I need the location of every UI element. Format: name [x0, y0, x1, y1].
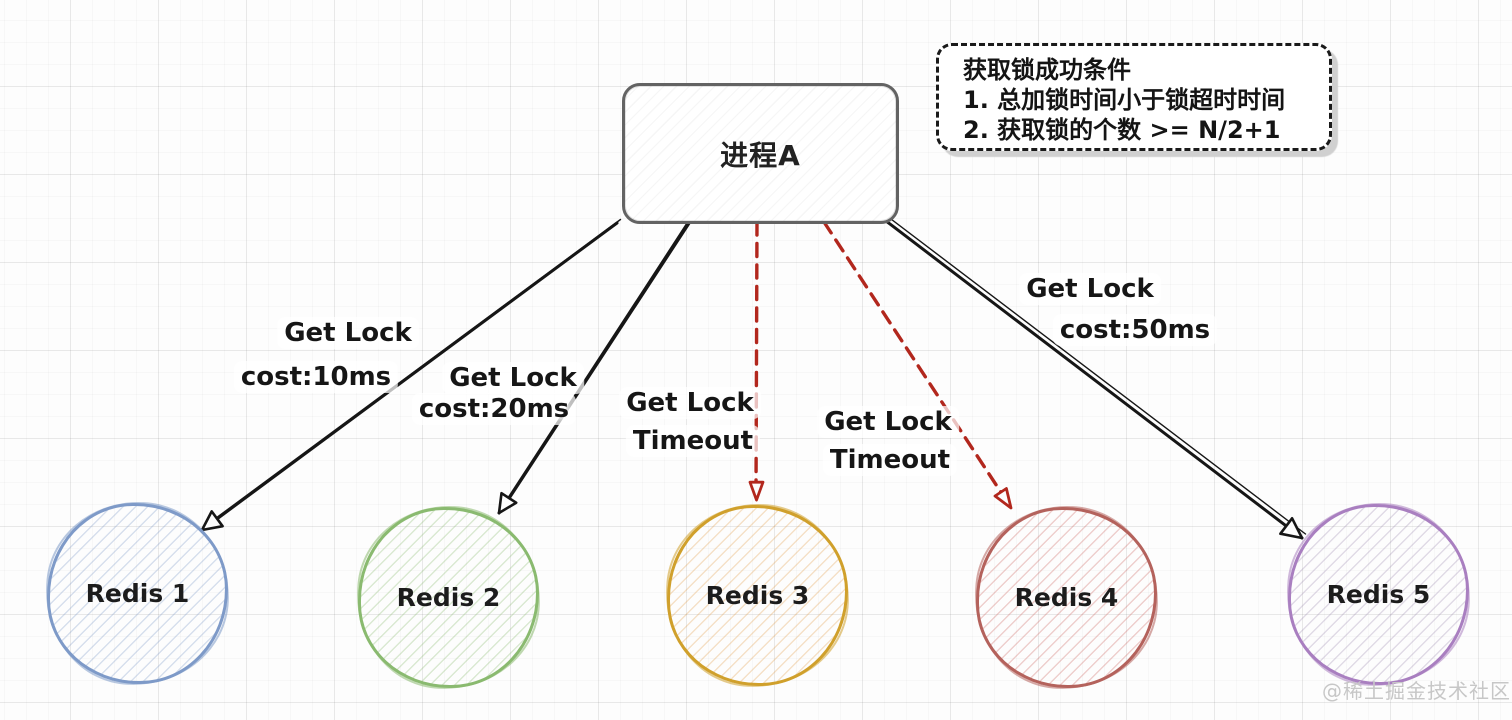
edge-label-redis2-line1: Get Lock — [442, 362, 584, 394]
arrow-line-redis5-sketch — [888, 216, 1307, 535]
process-a-label: 进程A — [720, 138, 801, 172]
node-redis-2: Redis 2 — [358, 507, 539, 688]
arrowhead-redis5-icon — [1279, 517, 1304, 540]
arrowhead-redis2-icon — [497, 491, 518, 515]
arrow-line-redis1-sketch — [209, 218, 622, 524]
node-redis-1-label: Redis 1 — [85, 579, 190, 608]
lock-success-condition-note: 获取锁成功条件 1. 总加锁时间小于锁超时时间 2. 获取锁的个数 >= N/2… — [936, 43, 1332, 151]
node-redis-2-label: Redis 2 — [396, 583, 501, 612]
edge-label-redis4-line1: Get Lock — [817, 406, 959, 438]
arrowhead-redis1-icon — [200, 510, 224, 532]
node-redis-5-label: Redis 5 — [1326, 580, 1431, 609]
node-redis-4-label: Redis 4 — [1014, 583, 1119, 612]
process-a-box: 进程A — [622, 83, 899, 224]
arrowhead-redis4-icon — [993, 487, 1013, 510]
edge-label-redis1-line2: cost:10ms — [233, 361, 399, 393]
arrow-line-redis2 — [497, 221, 690, 515]
node-redis-1: Redis 1 — [47, 503, 228, 684]
arrow-line-redis2-sketch — [501, 220, 693, 511]
note-item-1: 1. 总加锁时间小于锁超时时间 — [963, 86, 1286, 114]
edge-label-redis3-line2: Timeout — [625, 425, 761, 457]
edge-label-redis5-line2: cost:50ms — [1052, 314, 1218, 346]
edge-label-redis4-line2: Timeout — [822, 444, 958, 476]
edge-label-redis5-line1: Get Lock — [1019, 273, 1161, 305]
arrow-line-redis5 — [884, 219, 1304, 540]
arrow-line-redis4-timeout — [822, 220, 1010, 505]
edge-label-redis1-line1: Get Lock — [277, 317, 419, 349]
edge-label-redis2-line2: cost:20ms — [411, 393, 577, 425]
node-redis-3: Redis 3 — [667, 505, 848, 686]
arrowhead-redis3-icon — [748, 480, 765, 502]
edge-label-redis3-line1: Get Lock — [619, 387, 761, 419]
watermark: @稀土掘金技术社区 — [1322, 679, 1511, 703]
node-redis-3-label: Redis 3 — [705, 581, 810, 610]
note-title: 获取锁成功条件 — [963, 56, 1131, 84]
node-redis-5: Redis 5 — [1288, 504, 1469, 685]
arrow-line-redis1 — [204, 221, 619, 529]
node-redis-4: Redis 4 — [976, 507, 1157, 688]
note-item-2: 2. 获取锁的个数 >= N/2+1 — [963, 116, 1281, 144]
